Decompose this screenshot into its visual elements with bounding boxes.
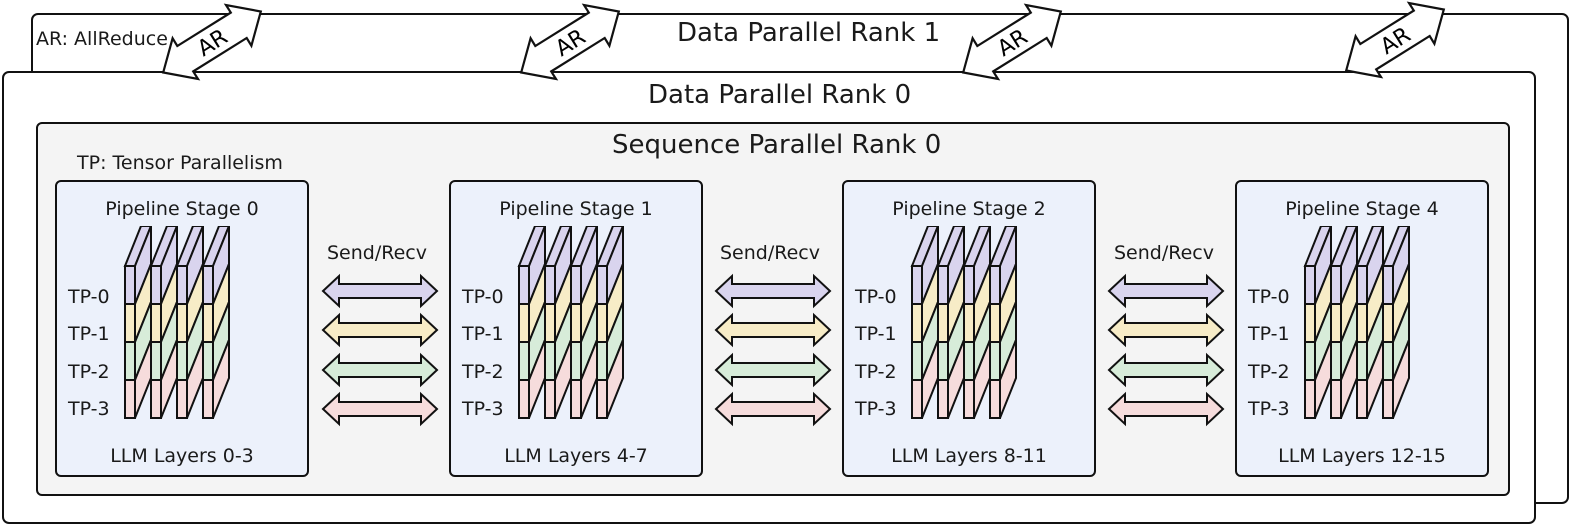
layer-slab-front xyxy=(1330,379,1342,419)
send-recv-arrow-0-tp0 xyxy=(321,273,439,309)
tensor-parallel-layer-stack xyxy=(517,226,625,419)
tp-label-1: TP-1 xyxy=(68,323,110,345)
tp-label-0: TP-0 xyxy=(462,286,504,308)
allreduce-legend: AR: AllReduce xyxy=(36,28,168,50)
layer-slab-front xyxy=(544,379,556,419)
layer-slab-front xyxy=(1356,379,1368,419)
send-recv-label-0: Send/Recv xyxy=(327,242,427,264)
tensor-parallel-layer-stack xyxy=(123,226,231,419)
tp-label-2: TP-2 xyxy=(855,361,897,383)
send-recv-arrow-0-tp1 xyxy=(321,312,439,348)
pipeline-stage-title: Pipeline Stage 2 xyxy=(892,198,1046,220)
tp-label-2: TP-2 xyxy=(68,361,110,383)
send-recv-arrow-2-tp2 xyxy=(1107,352,1225,388)
data-parallel-rank-0-title: Data Parallel Rank 0 xyxy=(648,80,912,110)
layer-slab-front xyxy=(1304,379,1316,419)
allreduce-arrow-2: AR xyxy=(961,3,1063,81)
data-parallel-rank-1-title: Data Parallel Rank 1 xyxy=(677,18,941,48)
tp-label-1: TP-1 xyxy=(462,323,504,345)
send-recv-arrow-0-tp2 xyxy=(321,352,439,388)
send-recv-arrow-1-tp2 xyxy=(714,352,832,388)
tp-label-1: TP-1 xyxy=(1248,323,1290,345)
layer-slab-front xyxy=(596,379,608,419)
sequence-parallel-rank-0-title: Sequence Parallel Rank 0 xyxy=(612,130,942,160)
tp-label-0: TP-0 xyxy=(68,286,110,308)
allreduce-arrow-shape xyxy=(1344,1,1446,79)
layer-slab-front xyxy=(570,379,582,419)
layer-slab-front xyxy=(176,379,188,419)
layer-slab-front xyxy=(124,379,136,419)
send-recv-arrow-2-tp1 xyxy=(1107,312,1225,348)
layer-slab-front xyxy=(911,379,923,419)
llm-layers-label: LLM Layers 4-7 xyxy=(504,445,648,467)
send-recv-arrow-1-tp0 xyxy=(714,273,832,309)
send-recv-arrow-0-tp3 xyxy=(321,391,439,427)
tp-label-1: TP-1 xyxy=(855,323,897,345)
send-recv-label-2: Send/Recv xyxy=(1114,242,1214,264)
layer-slab-front xyxy=(963,379,975,419)
tensor-parallelism-legend: TP: Tensor Parallelism xyxy=(77,152,283,174)
layer-slab-front xyxy=(937,379,949,419)
send-recv-label-1: Send/Recv xyxy=(720,242,820,264)
llm-layers-label: LLM Layers 12-15 xyxy=(1278,445,1446,467)
allreduce-arrow-shape xyxy=(519,3,621,81)
send-recv-arrow-1-tp3 xyxy=(714,391,832,427)
llm-layers-label: LLM Layers 0-3 xyxy=(110,445,254,467)
tensor-parallel-layer-stack xyxy=(910,226,1018,419)
tp-label-0: TP-0 xyxy=(855,286,897,308)
pipeline-stage-title: Pipeline Stage 0 xyxy=(105,198,259,220)
tp-label-2: TP-2 xyxy=(1248,361,1290,383)
send-recv-arrow-2-tp3 xyxy=(1107,391,1225,427)
allreduce-arrow-3: AR xyxy=(1344,1,1446,79)
layer-slab-front xyxy=(1382,379,1394,419)
tp-label-2: TP-2 xyxy=(462,361,504,383)
pipeline-stage-title: Pipeline Stage 1 xyxy=(499,198,653,220)
tensor-parallel-layer-stack xyxy=(1303,226,1411,419)
tp-label-3: TP-3 xyxy=(855,398,897,420)
llm-layers-label: LLM Layers 8-11 xyxy=(891,445,1047,467)
pipeline-stage-title: Pipeline Stage 4 xyxy=(1285,198,1439,220)
send-recv-arrow-1-tp1 xyxy=(714,312,832,348)
tp-label-3: TP-3 xyxy=(1248,398,1290,420)
allreduce-arrow-1: AR xyxy=(519,3,621,81)
layer-slab-front xyxy=(989,379,1001,419)
allreduce-arrow-shape xyxy=(161,3,263,81)
allreduce-arrow-shape xyxy=(961,3,1063,81)
layer-slab-front xyxy=(150,379,162,419)
send-recv-arrow-2-tp0 xyxy=(1107,273,1225,309)
layer-slab-front xyxy=(518,379,530,419)
tp-label-3: TP-3 xyxy=(462,398,504,420)
tp-label-0: TP-0 xyxy=(1248,286,1290,308)
allreduce-arrow-0: AR xyxy=(161,3,263,81)
tp-label-3: TP-3 xyxy=(68,398,110,420)
layer-slab-front xyxy=(202,379,214,419)
